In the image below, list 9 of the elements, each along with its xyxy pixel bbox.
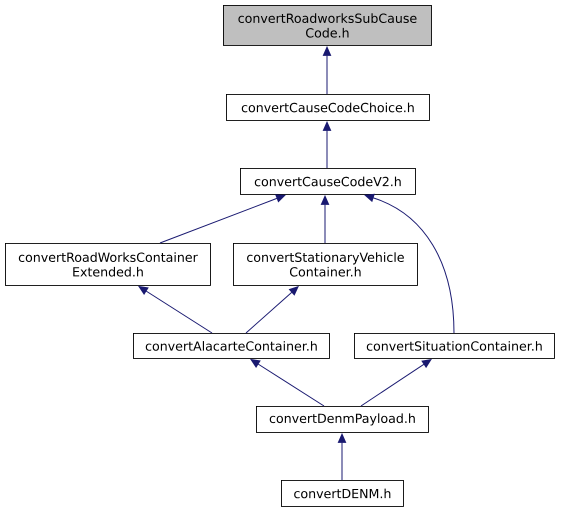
file-box: convertDENM.h — [281, 480, 404, 507]
file-box: convertRoadworksSubCause Code.h — [223, 5, 432, 46]
file-box: convertAlacarteContainer.h — [133, 333, 330, 359]
file-box: convertCauseCodeChoice.h — [226, 94, 430, 121]
file-box: convertSituationContainer.h — [354, 333, 555, 359]
file-box: convertRoadWorksContainer Extended.h — [5, 243, 211, 286]
file-box: convertDenmPayload.h — [256, 406, 429, 433]
file-box: convertCauseCodeV2.h — [240, 168, 416, 195]
file-box: convertStationaryVehicle Container.h — [233, 243, 418, 286]
